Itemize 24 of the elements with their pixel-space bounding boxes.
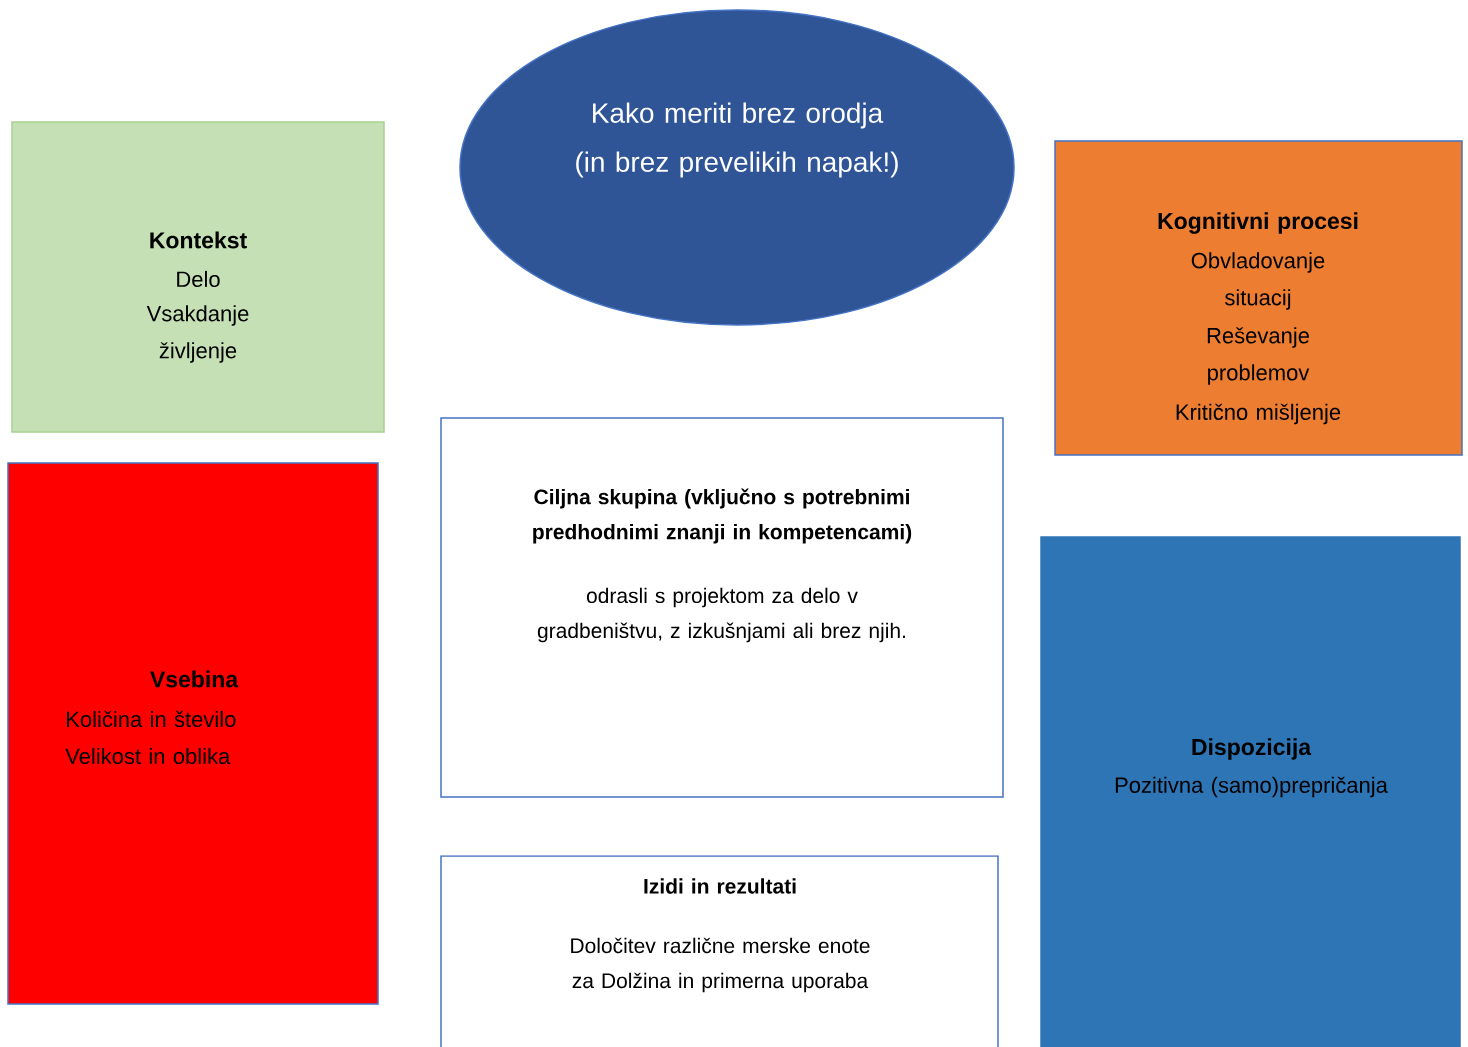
list-item: Pozitivna (samo)prepričanja (1115, 776, 1388, 798)
list-item: Obvladovanje situacij (1191, 252, 1325, 310)
heading: Dispozicija (1192, 738, 1312, 760)
body-text: Določitev različne merske enote za Dolžina in primerna uporaba (571, 937, 870, 993)
title-ellipse (459, 9, 1015, 326)
list-item: Delo (177, 270, 220, 288)
outcomes-box (440, 855, 999, 1047)
list-item: Vsakdanje življenje (146, 305, 249, 363)
list-item: Kritično mišljenje (1176, 403, 1341, 425)
heading: Kontekst (150, 231, 247, 249)
content-box (7, 462, 379, 1005)
ellipse-text: Kako meriti brez orodja (in brez prevelikih napak!) (576, 102, 898, 178)
target-group-box (440, 417, 1004, 798)
heading: Ciljna skupina (vključno s potrebnimi predhodnimi znanji in kompetencami) (533, 488, 912, 544)
heading: Izidi in rezultati (644, 878, 796, 894)
body-text: odrasli s projektom za delo v gradbeništvu, z izkušnjami ali brez njih. (537, 587, 905, 643)
context-box (11, 121, 385, 433)
disposition-box (1040, 536, 1461, 1047)
heading: Kognitivni procesi (1158, 212, 1358, 234)
process-box (1054, 140, 1463, 456)
heading: Vsebina (150, 670, 239, 688)
list-item: Količina in število (67, 710, 236, 728)
list-item: Velikost in oblika (65, 747, 231, 765)
list-item: Reševanje problemov (1207, 327, 1310, 385)
